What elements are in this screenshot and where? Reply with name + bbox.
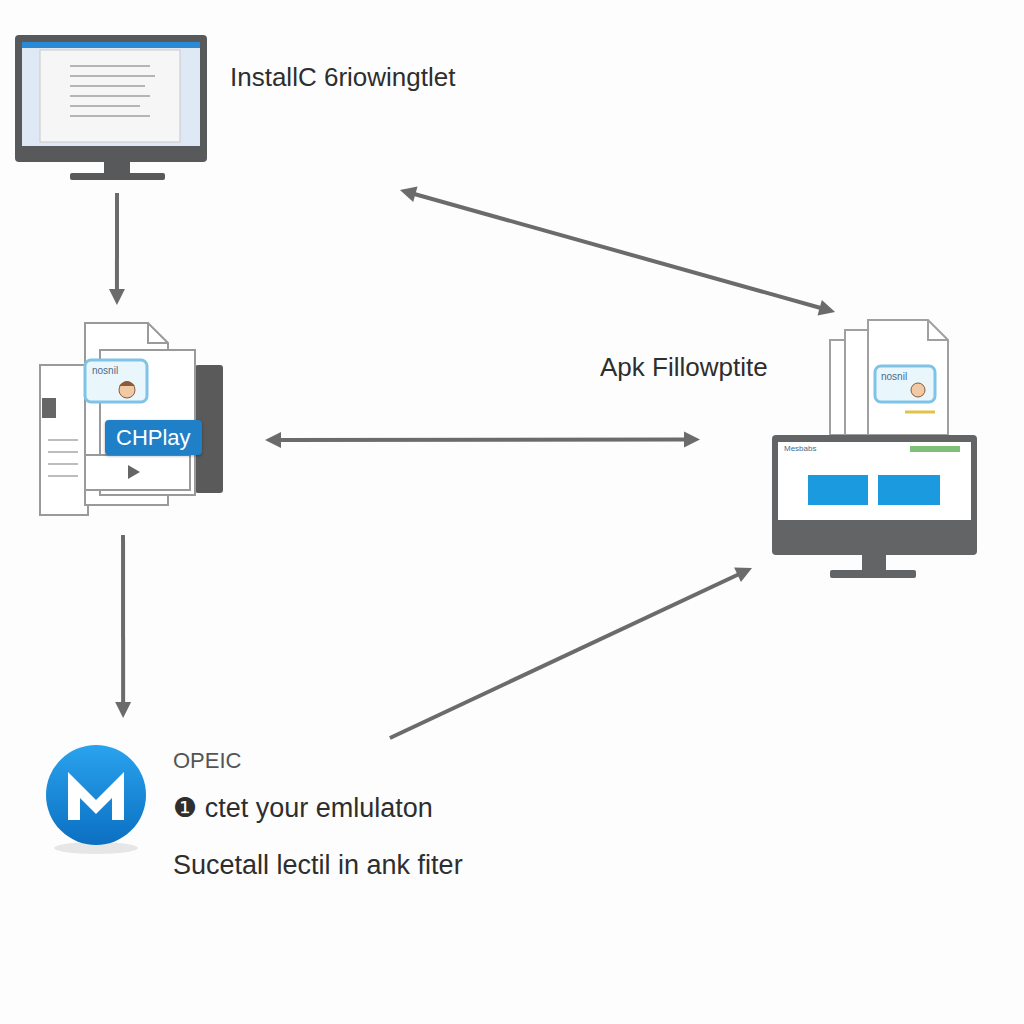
flow-arrow	[390, 568, 752, 738]
flow-arrow	[265, 432, 700, 448]
step-label: Sucetall lectil in ank fiter	[173, 850, 463, 881]
step-heading: OPEIC	[173, 748, 241, 773]
emulator-step: OPEIC ❶ ctet your emlulatonSucetall lecti…	[40, 740, 580, 890]
icon-caption: nosnil	[92, 366, 118, 376]
flow-arrow	[115, 535, 131, 718]
monitor-step: InstallC 6riowingtlet	[15, 35, 495, 185]
icon-caption: Mesbabs	[784, 445, 816, 453]
monitor-icon	[15, 35, 207, 180]
document-stack-icon	[40, 323, 223, 515]
monitor-icon	[772, 320, 977, 578]
flow-arrow	[109, 193, 125, 305]
store-step: CHPlay	[40, 320, 230, 520]
icon-caption: nosnil	[881, 372, 907, 382]
app-logo	[46, 745, 146, 854]
store-badge: CHPlay	[105, 420, 202, 455]
flow-arrow	[400, 187, 835, 316]
step-label: InstallC 6riowingtlet	[230, 63, 455, 93]
step-label: ❶ ctet your emlulaton	[173, 793, 433, 824]
step-label: Apk Fillowptite	[600, 353, 768, 383]
